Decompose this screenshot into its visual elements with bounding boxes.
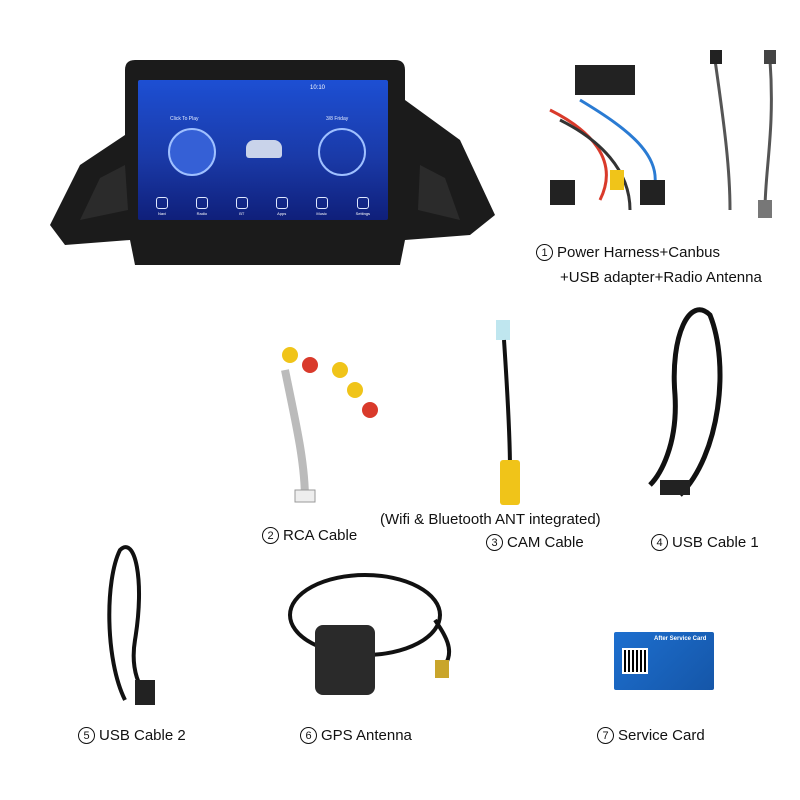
clock-text: 10:10 <box>310 85 326 91</box>
cam-cable-image <box>496 320 520 505</box>
caption-item-3-note: (Wifi & Bluetooth ANT integrated) <box>380 511 601 528</box>
app-label: Radio <box>196 211 208 216</box>
service-card-title: After Service Card <box>654 636 707 642</box>
caption-item-6: 6 GPS Antenna <box>300 727 412 744</box>
caption-item-1-line2: +USB adapter+Radio Antenna <box>560 269 762 286</box>
usb-cable-2-image <box>107 545 155 705</box>
caption-item-1-line2-row: +USB adapter+Radio Antenna <box>560 269 762 286</box>
car-icon <box>246 140 282 158</box>
app-bt[interactable]: BT <box>235 197 248 216</box>
gear-icon <box>356 197 369 209</box>
radio-icon <box>195 197 208 209</box>
navi-icon <box>155 197 168 209</box>
item-number-4: 4 <box>651 534 668 551</box>
music-icon <box>315 197 328 209</box>
app-navi[interactable]: Navi <box>155 197 168 216</box>
date-widget-label: 3/8 Friday <box>326 116 349 122</box>
caption-item-1-line1: Power Harness+Canbus <box>557 244 721 261</box>
status-bar: 10:10 <box>138 83 388 95</box>
app-label: Apps <box>277 211 287 216</box>
gps-antenna-image <box>288 573 452 695</box>
caption-item-1: 1 Power Harness+Canbus <box>536 244 720 261</box>
usb-cable-1-image <box>648 307 723 497</box>
item-number-2: 2 <box>262 527 279 544</box>
caption-item-3-label: CAM Cable <box>507 534 584 551</box>
caption-item-2-label: RCA Cable <box>283 527 358 544</box>
item-number-1: 1 <box>536 244 553 261</box>
app-settings[interactable]: Settings <box>356 197 370 216</box>
app-apps[interactable]: Apps <box>275 197 288 216</box>
service-card-image: After Service Card <box>614 632 714 690</box>
item-number-5: 5 <box>78 727 95 744</box>
caption-item-3-note-text: (Wifi & Bluetooth ANT integrated) <box>380 511 601 528</box>
power-harness-image <box>549 50 776 218</box>
app-dock: Navi Radio BT Apps Music Settings <box>142 197 384 216</box>
caption-item-4-label: USB Cable 1 <box>672 534 759 551</box>
caption-item-6-label: GPS Antenna <box>321 727 412 744</box>
caption-item-5-label: USB Cable 2 <box>99 727 186 744</box>
app-music[interactable]: Music <box>315 197 328 216</box>
app-label: BT <box>239 211 245 216</box>
caption-item-2: 2 RCA Cable <box>262 527 357 544</box>
music-widget-label: Click To Play <box>170 116 199 122</box>
qr-code-icon <box>622 648 648 674</box>
app-label: Music <box>316 211 327 216</box>
caption-item-5: 5 USB Cable 2 <box>78 727 186 744</box>
caption-item-7-label: Service Card <box>618 727 705 744</box>
caption-item-3: 3 CAM Cable <box>486 534 584 551</box>
item-number-7: 7 <box>597 727 614 744</box>
bluetooth-icon <box>235 197 248 209</box>
head-unit-screen: 10:10 Click To Play 3/8 Friday Navi Radi… <box>138 80 388 220</box>
caption-item-7: 7 Service Card <box>597 727 705 744</box>
caption-item-4: 4 USB Cable 1 <box>651 534 759 551</box>
analog-clock-icon <box>318 128 366 176</box>
item-number-6: 6 <box>300 727 317 744</box>
apps-grid-icon <box>275 197 288 209</box>
rca-cable-image <box>281 347 378 503</box>
app-radio[interactable]: Radio <box>195 197 208 216</box>
app-label: Settings <box>355 211 371 216</box>
app-label: Navi <box>157 211 166 216</box>
album-art-icon <box>168 128 216 176</box>
item-number-3: 3 <box>486 534 503 551</box>
